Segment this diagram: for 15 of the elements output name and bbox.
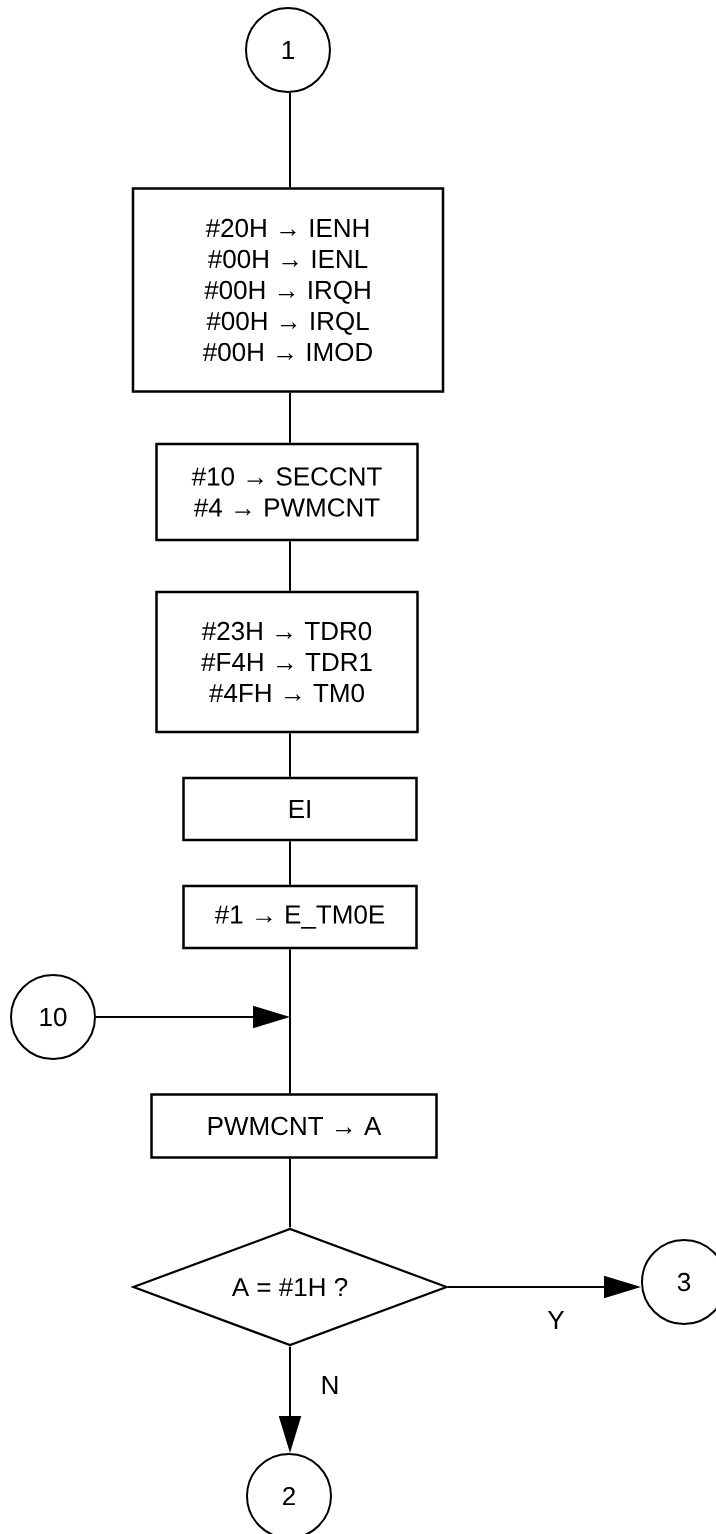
- process-box: #10 → SECCNT #4 → PWMCNT: [155, 442, 419, 542]
- process-box: #20H → IENH #00H → IENL #00H → IRQH #00H → IRQL #00H → IMOD: [131, 187, 445, 393]
- connector-line: [289, 540, 291, 592]
- connector-line: [289, 840, 291, 886]
- connector-line: [289, 391, 291, 444]
- connector-line: [289, 1157, 291, 1229]
- process-box: EI: [182, 776, 418, 842]
- connector-line: [289, 948, 291, 1095]
- process-box: PWMCNT → A: [150, 1093, 438, 1159]
- process-box: #23H → TDR0 #F4H → TDR1 #4FH → TM0: [155, 590, 419, 734]
- edge-label: N: [319, 1375, 341, 1395]
- edge-label: Y: [546, 1310, 566, 1330]
- connector-line: [289, 92, 291, 189]
- connector-line: [289, 732, 291, 778]
- process-box: #1 → E_TM0E: [182, 884, 418, 950]
